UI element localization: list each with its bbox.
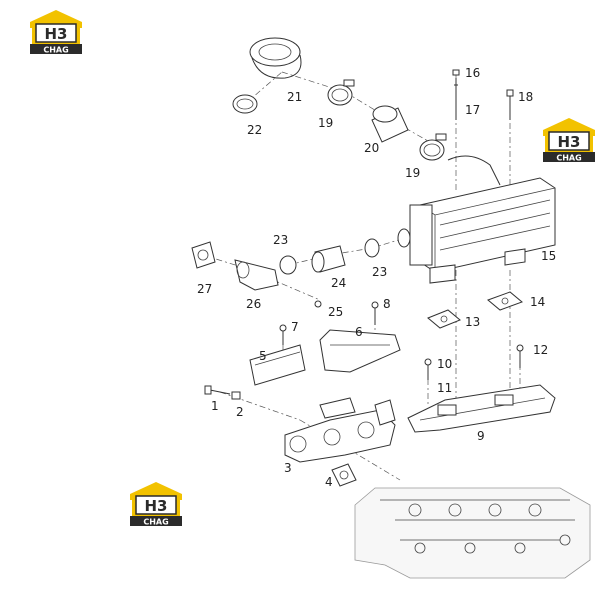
part-25-bolt bbox=[314, 300, 322, 308]
callout-8: 8 bbox=[383, 297, 391, 311]
callout-17: 17 bbox=[465, 103, 480, 117]
logo-mark: H3 bbox=[145, 497, 168, 515]
callout-25: 25 bbox=[328, 305, 343, 319]
part-26-elbow bbox=[234, 259, 279, 291]
part-21-hose bbox=[249, 37, 302, 79]
brand-logo-icon: H3 CHAG bbox=[30, 10, 82, 55]
part-19-clamp-lower bbox=[419, 133, 447, 161]
part-19-clamp-upper bbox=[327, 79, 355, 106]
part-12-bolt bbox=[516, 344, 524, 368]
callout-19-upper: 19 bbox=[318, 116, 333, 130]
logo-mark: H3 bbox=[45, 25, 68, 43]
callout-14: 14 bbox=[530, 295, 545, 309]
part-8-bolt bbox=[371, 301, 379, 325]
callout-19-lower: 19 bbox=[405, 166, 420, 180]
callout-11: 11 bbox=[437, 381, 452, 395]
callout-13: 13 bbox=[465, 315, 480, 329]
callout-26: 26 bbox=[246, 297, 261, 311]
part-10-bolt bbox=[424, 358, 432, 380]
callout-15: 15 bbox=[541, 249, 556, 263]
part-1-stud bbox=[204, 385, 231, 395]
callout-2: 2 bbox=[236, 405, 244, 419]
logo-word: CHAG bbox=[143, 518, 168, 527]
callout-12: 12 bbox=[533, 343, 548, 357]
part-7-bolt bbox=[279, 324, 287, 345]
part-13-gasket bbox=[427, 309, 461, 329]
callout-3: 3 bbox=[284, 461, 292, 475]
part-20-pipe bbox=[371, 105, 409, 143]
part-6-heat-shield bbox=[319, 329, 401, 373]
part-24-pipe bbox=[311, 245, 346, 273]
callout-21: 21 bbox=[287, 90, 302, 104]
callout-24: 24 bbox=[331, 276, 346, 290]
part-4-gasket bbox=[331, 463, 357, 487]
callout-23-right: 23 bbox=[372, 265, 387, 279]
callout-27: 27 bbox=[197, 282, 212, 296]
part-3-exhaust-manifold bbox=[284, 397, 396, 463]
part-15-egr-cooler bbox=[397, 155, 556, 284]
part-9-intake-manifold bbox=[407, 384, 556, 433]
logo-right: H3 CHAG bbox=[541, 116, 597, 162]
logo-bottom-left: H3 CHAG bbox=[128, 480, 184, 526]
callout-22: 22 bbox=[247, 123, 262, 137]
part-23-clamp-left bbox=[279, 255, 297, 275]
callout-18: 18 bbox=[518, 90, 533, 104]
part-5-heat-shield bbox=[249, 344, 306, 386]
brand-logo-icon: H3 CHAG bbox=[130, 482, 182, 527]
brand-logo-icon: H3 CHAG bbox=[543, 118, 595, 163]
part-23-clamp-right bbox=[364, 238, 380, 258]
callout-1: 1 bbox=[211, 399, 219, 413]
callout-7: 7 bbox=[291, 320, 299, 334]
callout-16: 16 bbox=[465, 66, 480, 80]
part-16-17-bolt bbox=[452, 69, 460, 120]
callout-5: 5 bbox=[259, 349, 267, 363]
callout-labels: 1 2 3 4 5 6 7 8 9 10 11 12 13 14 15 16 1… bbox=[197, 66, 556, 489]
part-22-clamp bbox=[232, 94, 258, 114]
engine-cylinder-head bbox=[354, 487, 591, 579]
part-18-stud bbox=[506, 89, 514, 120]
callout-20: 20 bbox=[364, 141, 379, 155]
part-27-gasket bbox=[191, 241, 216, 269]
logo-mark: H3 bbox=[558, 133, 581, 151]
callout-4: 4 bbox=[325, 475, 333, 489]
callout-6: 6 bbox=[355, 325, 363, 339]
part-2-nut bbox=[231, 391, 241, 400]
logo-word: CHAG bbox=[43, 46, 68, 55]
logo-top-left: H3 CHAG bbox=[28, 8, 84, 54]
callout-9: 9 bbox=[477, 429, 485, 443]
callout-10: 10 bbox=[437, 357, 452, 371]
logo-word: CHAG bbox=[556, 154, 581, 163]
part-14-gasket bbox=[487, 291, 523, 311]
callout-23-left: 23 bbox=[273, 233, 288, 247]
